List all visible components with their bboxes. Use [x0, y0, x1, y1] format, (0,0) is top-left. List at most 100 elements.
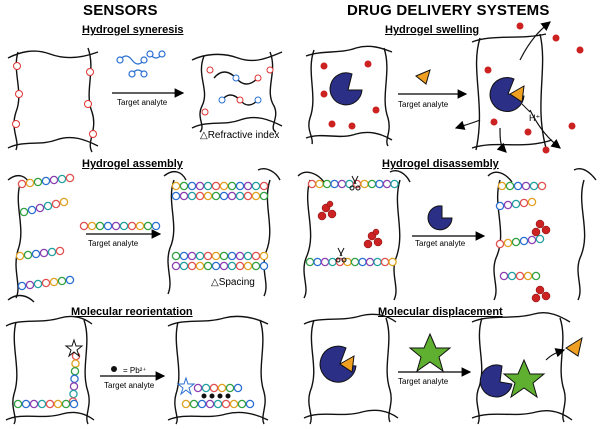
disassembly-before-network [297, 170, 411, 301]
reorientation-after-strand-bead [189, 399, 199, 409]
assembly-after-strand-bead [203, 261, 213, 271]
assembly-after-strand-bead [187, 181, 197, 191]
assembly-after-strand-bead [179, 261, 189, 271]
panel-title-hydrogel-swelling: Hydrogel swelling [385, 24, 480, 36]
disassembly-before-strand-bead [330, 179, 339, 189]
disassembly-before-strand-bead [322, 179, 332, 189]
syneresis-before-charges [12, 62, 97, 138]
reorientation-after-strand-bead [201, 383, 211, 393]
panel-title-hydrogel-assembly: Hydrogel assembly [82, 158, 183, 170]
assembly-before-strand-bead [25, 280, 35, 290]
assembly-before-strand-bead [15, 251, 25, 261]
swelling-arrow-label: Target analyte [398, 100, 449, 109]
panel-title-molecular-reorientation: Molecular reorientation [71, 306, 193, 318]
assembly-after-strand-bead [211, 251, 221, 261]
displacement-bound-star-icon [502, 358, 546, 399]
disassembly-after-strand-bead [521, 181, 531, 191]
reorientation-before-strands [13, 351, 81, 409]
assembly-analyte-strand-bead [119, 221, 129, 231]
disassembly-before-strand-bead [390, 179, 399, 189]
disassembly-before-strand-bead [358, 257, 367, 267]
disassembly-before-strand-bead [313, 257, 322, 267]
assembly-before-strand-bead [25, 178, 35, 188]
reorientation-after-strand-bead [225, 383, 235, 393]
syneresis-analyte-molecules [116, 50, 166, 78]
reorientation-star-icon [64, 338, 84, 358]
assembly-after-strand-bead [179, 191, 189, 201]
disassembly-before-strand-bead [345, 179, 354, 189]
disassembly-after-strand-bead [505, 181, 515, 191]
assembly-arrow-label: Target analyte [88, 239, 139, 248]
disassembly-before-strand-bead [350, 257, 360, 267]
disassembly-after-strand-bead [511, 237, 521, 247]
disassembly-after-strand-bead [495, 201, 505, 211]
disassembly-before-strands [305, 179, 399, 267]
assembly-after-strand-bead [187, 191, 197, 201]
displacement-released-ligand [565, 336, 583, 357]
displacement-after-network [471, 312, 573, 425]
reorientation-before-strand-horizontal-bead [53, 399, 63, 409]
disassembly-before-strand-bead [320, 257, 330, 267]
disassembly-after-strand-bead [519, 198, 529, 208]
assembly-after-strand-bead [243, 251, 253, 261]
panel-title-molecular-displacement: Molecular displacement [378, 306, 503, 318]
assembly-after-strand-bead [203, 181, 213, 191]
assembly-before-strand-bead [49, 175, 59, 185]
disassembly-before-strand-bead [375, 179, 384, 189]
assembly-after-strand-bead [235, 251, 245, 261]
reorientation-after-strand-bead [181, 399, 191, 409]
assembly-before-strand-bead [33, 279, 43, 289]
disassembly-after-strand-bead [527, 235, 537, 245]
assembly-after-strand-bead [195, 181, 205, 191]
assembly-after-strand-bead [243, 261, 253, 271]
assembly-after-strand-bead [203, 251, 213, 261]
delta-icon: △ [200, 130, 208, 141]
reorientation-after-strand-bead [229, 399, 239, 409]
pb-ion-legend-dot [111, 366, 117, 372]
assembly-analyte-strand-bead [95, 221, 105, 231]
disassembly-after-strand-bead [503, 200, 513, 210]
assembly-before-strand-bead [33, 177, 43, 187]
assembly-after-strand-bead [211, 261, 221, 271]
swelling-release-arrows [454, 21, 561, 153]
spacing-label: △Spacing [211, 277, 255, 288]
assembly-before-strand-bead [35, 203, 45, 213]
assembly-after-strand-bead [219, 191, 229, 201]
disassembly-after-strand-bead [497, 181, 507, 191]
assembly-after-strand-bead [171, 191, 181, 201]
sensors-column-title: SENSORS [83, 2, 158, 19]
disassembly-before-strand-bead [328, 257, 337, 267]
reorientation-after-strand-bead [209, 383, 219, 393]
assembly-after-strand-bead [227, 191, 237, 201]
disassembly-before-strand-bead [307, 179, 317, 189]
assembly-after-strand-bead [219, 181, 229, 191]
displacement-analyte-star-icon [408, 332, 452, 373]
assembly-analyte-strand-bead [143, 221, 153, 231]
assembly-after-strand-bead [211, 191, 221, 201]
reorientation-bound-pb-ions [201, 393, 231, 399]
reorientation-after-strand-bead [193, 383, 203, 393]
assembly-before-strand-bead [57, 276, 67, 286]
swelling-after-network [471, 33, 553, 151]
assembly-after-strand-bead [195, 191, 205, 201]
assembly-before-strand-bead [59, 197, 69, 207]
reorientation-arrow-label: Target analyte [104, 381, 155, 390]
assembly-after-strand-bead [259, 251, 269, 261]
swelling-after-drug-particles [484, 22, 584, 154]
assembly-before-strand-bead [31, 249, 41, 259]
assembly-after-strand-bead [235, 261, 245, 271]
assembly-after-strand-bead [219, 251, 229, 261]
assembly-before-strand-bead [41, 176, 51, 186]
pb-legend-label: = Pb²⁺ [123, 366, 147, 375]
disassembly-before-strand-bead [373, 257, 382, 267]
reorientation-after-strand-bead [237, 399, 247, 409]
disassembly-before-strand-bead [360, 179, 369, 189]
assembly-before-strand-bead [19, 207, 29, 217]
disassembly-analyte-enzyme [427, 205, 453, 231]
assembly-after-strand-bead [171, 261, 181, 271]
assembly-analyte-strand-bead [79, 221, 89, 231]
disassembly-after-strand-bead [531, 271, 541, 281]
disassembly-after-strand-bead [529, 181, 539, 191]
reorientation-before-strand-horizontal-bead [13, 399, 23, 409]
disassembly-after-strand-bead [537, 181, 547, 191]
